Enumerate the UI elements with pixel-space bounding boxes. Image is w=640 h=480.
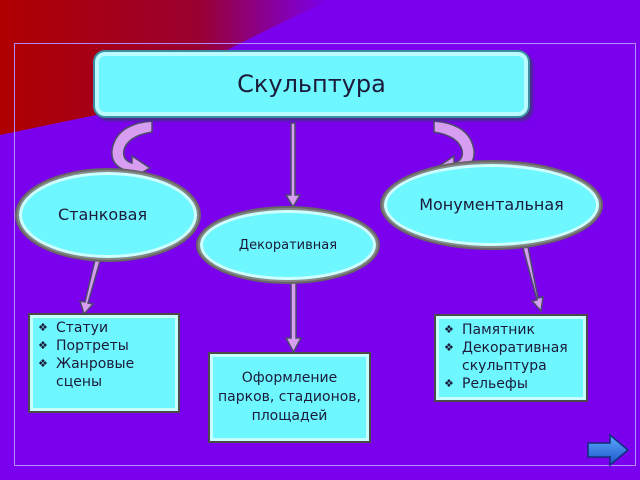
list-item: Рельефы <box>442 375 584 393</box>
arrow-right-to-list <box>522 246 544 313</box>
list-item: Жанровые сцены <box>36 355 174 391</box>
arrow-right-icon[interactable] <box>586 433 630 467</box>
title-text: Скульптура <box>237 70 386 98</box>
monumental-types-list: Памятник Декоративная скульптура Рельефы <box>434 314 588 402</box>
easel-types-list: Статуи Портреты Жанровые сцены <box>28 313 180 413</box>
curved-arrow-left <box>111 120 153 180</box>
list-item: Памятник <box>442 321 584 339</box>
list-item: Статуи <box>36 319 174 337</box>
title-node: Скульптура <box>93 50 530 118</box>
arrow-center-to-box <box>284 281 303 354</box>
node-monumental-label: Монументальная <box>419 195 564 214</box>
list-item: Портреты <box>36 337 174 355</box>
decorative-description-box: Оформление парков, стадионов, площадей <box>208 352 371 443</box>
node-monumental: Монументальная <box>382 162 601 248</box>
arrow-title-to-center <box>284 122 302 209</box>
decorative-description: Оформление парков, стадионов, площадей <box>218 370 361 424</box>
list-item: Декоративная скульптура <box>442 339 584 375</box>
slide-frame <box>14 43 636 466</box>
node-easel: Станковая <box>17 170 199 260</box>
arrow-left-to-list <box>78 259 101 316</box>
node-decorative-label: Декоративная <box>238 237 338 253</box>
node-easel-label: Станковая <box>58 205 148 224</box>
node-decorative: Декоративная <box>198 208 378 282</box>
